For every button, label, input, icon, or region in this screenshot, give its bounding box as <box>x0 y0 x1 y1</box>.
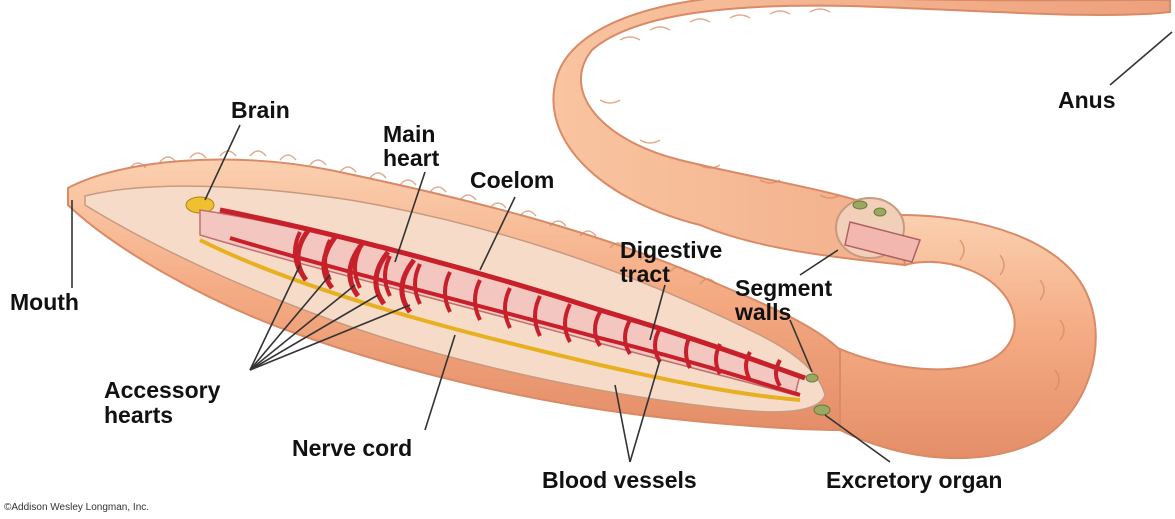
label-main-heart-line1: Main <box>383 122 435 147</box>
label-excretory-organ: Excretory organ <box>826 468 1002 493</box>
label-brain: Brain <box>231 98 290 123</box>
label-accessory-hearts-line1: Accessory <box>104 378 220 403</box>
label-accessory-hearts-line2: hearts <box>104 403 173 428</box>
label-segment-walls-line2: walls <box>735 300 791 325</box>
label-segment-walls-line1: Segment <box>735 276 832 301</box>
label-digestive-tract-line1: Digestive <box>620 238 722 263</box>
copyright-notice: ©Addison Wesley Longman, Inc. <box>4 502 149 513</box>
label-anus: Anus <box>1058 88 1116 113</box>
label-coelom: Coelom <box>470 168 554 193</box>
label-mouth: Mouth <box>10 290 79 315</box>
label-blood-vessels: Blood vessels <box>542 468 697 493</box>
label-main-heart-line2: heart <box>383 146 439 171</box>
label-nerve-cord: Nerve cord <box>292 436 412 461</box>
label-digestive-tract-line2: tract <box>620 262 670 287</box>
